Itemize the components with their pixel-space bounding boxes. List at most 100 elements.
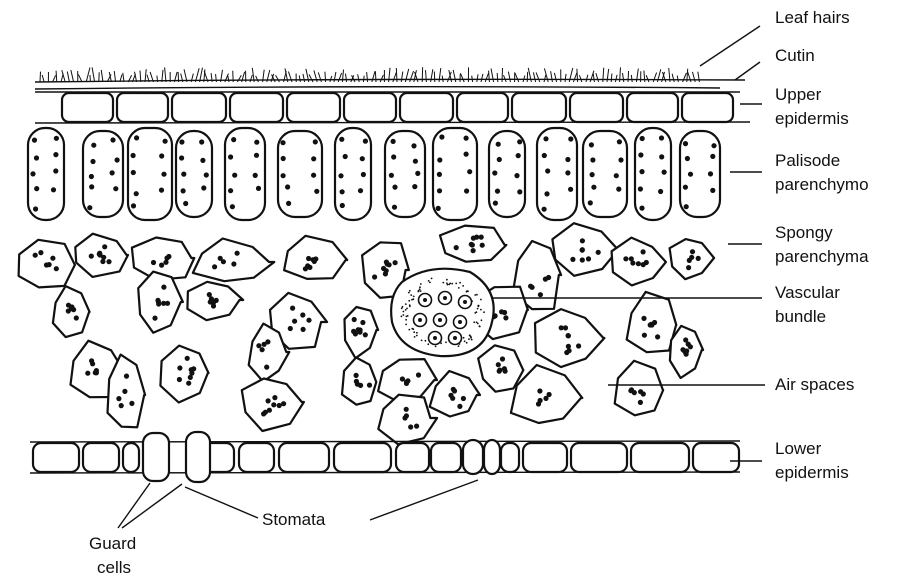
chloroplast	[638, 400, 643, 405]
chloroplast	[684, 204, 689, 209]
vascular-bundle-sheath	[391, 269, 494, 356]
phloem-stipple	[458, 345, 460, 347]
chloroplast	[680, 347, 685, 352]
xylem-vessel-lumen	[423, 298, 427, 302]
chloroplast	[688, 344, 693, 349]
spongy-cell	[430, 371, 480, 417]
chloroplast	[623, 256, 628, 261]
phloem-stipple	[406, 308, 408, 310]
chloroplast	[54, 266, 59, 271]
leaf-hair	[551, 71, 553, 82]
chloroplast	[115, 157, 120, 162]
chloroplast	[659, 135, 664, 140]
leaf-hair	[677, 76, 678, 82]
leaf-hair	[410, 71, 414, 82]
chloroplast	[356, 327, 361, 332]
chloroplast	[209, 296, 214, 301]
leaf-hair	[477, 74, 478, 82]
label-spongy-line2: parenchyma	[775, 245, 869, 268]
chloroplast	[614, 173, 619, 178]
chloroplast	[119, 403, 124, 408]
label-lower-epidermis-line2: epidermis	[775, 461, 849, 484]
phloem-stipple	[466, 342, 468, 344]
cutin-line-outer	[35, 79, 745, 82]
chloroplast	[131, 170, 136, 175]
chloroplast	[471, 248, 476, 253]
label-lower-epidermis-line1: Lower	[775, 437, 821, 460]
chloroplast	[212, 264, 217, 269]
chloroplast	[537, 388, 542, 393]
chloroplast	[514, 173, 519, 178]
spongy-cell	[378, 395, 437, 445]
chloroplast	[189, 367, 194, 372]
label-guard-cells-line1: Guard	[89, 532, 136, 555]
leaf-hair	[372, 71, 375, 82]
chloroplast	[467, 169, 472, 174]
chloroplast	[545, 168, 550, 173]
leaf-hair	[596, 73, 599, 82]
leaf-hair	[515, 73, 519, 82]
phloem-stipple	[476, 321, 478, 323]
chloroplast	[638, 152, 643, 157]
chloroplast	[311, 156, 316, 161]
chloroplast	[544, 191, 549, 196]
leaf-hair	[250, 75, 252, 82]
chloroplast	[640, 136, 645, 141]
chloroplast	[267, 408, 272, 413]
chloroplast	[639, 206, 644, 211]
chloroplast	[91, 143, 96, 148]
chloroplast	[415, 171, 420, 176]
chloroplast	[437, 188, 442, 193]
guard-cell	[463, 440, 483, 474]
phloem-stipple	[405, 324, 407, 326]
chloroplast	[358, 188, 363, 193]
chloroplast	[47, 262, 52, 267]
label-vascular-line1: Vascular	[775, 281, 840, 304]
chloroplast	[528, 284, 533, 289]
chloroplast	[89, 184, 94, 189]
chloroplast	[124, 374, 129, 379]
phloem-stipple	[442, 282, 444, 284]
chloroplast	[404, 381, 409, 386]
chloroplast	[254, 140, 259, 145]
leaf-hair	[114, 71, 115, 82]
leaf-hair	[330, 76, 332, 82]
chloroplast	[464, 188, 469, 193]
chloroplast	[517, 139, 522, 144]
chloroplast	[500, 356, 505, 361]
phloem-stipple	[470, 337, 472, 339]
phloem-stipple	[480, 309, 482, 311]
leaf-hair	[165, 67, 166, 82]
chloroplast	[161, 285, 166, 290]
chloroplast	[687, 258, 692, 263]
leaf-hair	[338, 73, 341, 82]
phloem-stipple	[413, 296, 415, 298]
leaf-hair	[622, 73, 623, 82]
phloem-stipple	[408, 300, 410, 302]
leaf-hair	[101, 70, 103, 82]
phloem-stipple	[474, 312, 476, 314]
chloroplast	[228, 154, 233, 159]
chloroplast	[516, 153, 521, 158]
leaf-hair	[497, 73, 498, 82]
chloroplast	[542, 207, 547, 212]
chloroplast	[89, 254, 94, 259]
chloroplast	[94, 368, 99, 373]
chloroplast	[288, 326, 293, 331]
xylem-vessel-lumen	[443, 296, 447, 300]
label-palisade-line2: parenchymo	[775, 173, 869, 196]
label-air-spaces: Air spaces	[775, 373, 854, 396]
palisade-cell	[83, 131, 123, 217]
phloem-stipple	[476, 294, 478, 296]
chloroplast	[436, 206, 441, 211]
chloroplast	[159, 263, 164, 268]
chloroplast	[51, 187, 56, 192]
guard-cell	[143, 433, 169, 481]
chloroplast	[285, 184, 290, 189]
phloem-stipple	[419, 286, 421, 288]
chloroplast	[565, 157, 570, 162]
lower-epidermis-cell	[123, 443, 139, 472]
label-guard-cells-line2: cells	[97, 556, 131, 579]
spongy-cell	[342, 358, 376, 405]
chloroplast	[101, 255, 106, 260]
